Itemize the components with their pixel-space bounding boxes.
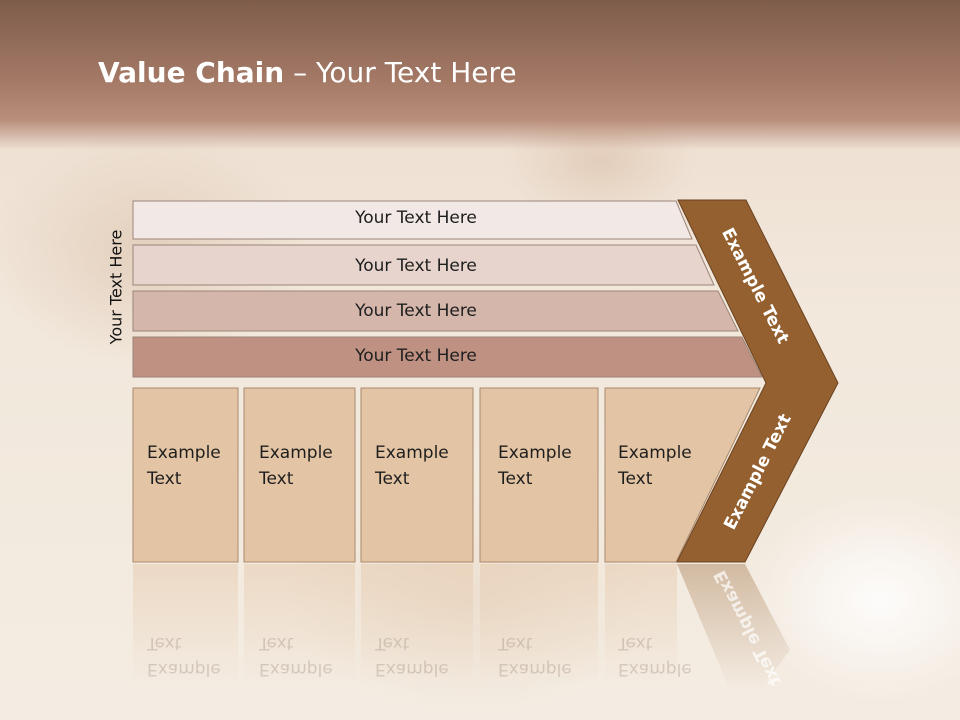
bar-2 — [132, 244, 715, 286]
column-2-label-reflection: Example Text — [259, 630, 333, 682]
column-4-line2: Text — [498, 469, 533, 489]
column-1-reflection — [133, 564, 238, 684]
column-3-line1: Example — [375, 443, 449, 463]
bar-1-label: Your Text Here — [355, 208, 477, 228]
column-3-refl-line2: Text — [375, 633, 410, 653]
column-3 — [360, 387, 474, 563]
column-2-reflection — [244, 564, 355, 684]
slide-title: Value Chain – Your Text Here — [98, 56, 517, 89]
title-band — [0, 0, 960, 150]
column-2-refl-line1: Example — [259, 659, 333, 679]
chevron-arrow — [676, 199, 839, 563]
column-5-line1: Example — [618, 443, 692, 463]
column-5-label-reflection: Example Text — [618, 630, 692, 682]
column-5-reflection — [605, 564, 677, 684]
bar-1 — [132, 200, 693, 240]
column-5 — [604, 387, 761, 563]
column-1 — [132, 387, 239, 563]
bar-4 — [132, 336, 763, 378]
column-4-label-reflection: Example Text — [498, 630, 572, 682]
column-3-refl-line1: Example — [375, 659, 449, 679]
bar-2-label: Your Text Here — [355, 256, 477, 276]
bar-4-label: Your Text Here — [355, 346, 477, 366]
bar-3 — [132, 290, 739, 332]
column-1-line2: Text — [147, 469, 182, 489]
column-5-line2: Text — [618, 469, 653, 489]
bar-3-label: Your Text Here — [355, 301, 477, 321]
column-1-label-reflection: Example Text — [147, 630, 221, 682]
column-3-line2: Text — [375, 469, 410, 489]
column-4 — [479, 387, 599, 563]
column-4-reflection — [480, 564, 598, 684]
column-2-refl-line2: Text — [259, 633, 294, 653]
column-4-line1: Example — [498, 443, 572, 463]
title-bold: Value Chain — [98, 56, 285, 89]
column-4-refl-line2: Text — [498, 633, 533, 653]
column-1-refl-line1: Example — [147, 659, 221, 679]
column-2-line2: Text — [259, 469, 294, 489]
title-rest: – Your Text Here — [284, 56, 517, 89]
column-1-line1: Example — [147, 443, 221, 463]
column-2 — [243, 387, 356, 563]
column-1-refl-line2: Text — [147, 633, 182, 653]
column-3-label-reflection: Example Text — [375, 630, 449, 682]
column-5-refl-line1: Example — [618, 659, 692, 679]
column-5-refl-line2: Text — [618, 633, 653, 653]
column-3-reflection — [361, 564, 473, 684]
column-4-refl-line1: Example — [498, 659, 572, 679]
chevron-reflection — [677, 564, 790, 690]
column-2-line1: Example — [259, 443, 333, 463]
